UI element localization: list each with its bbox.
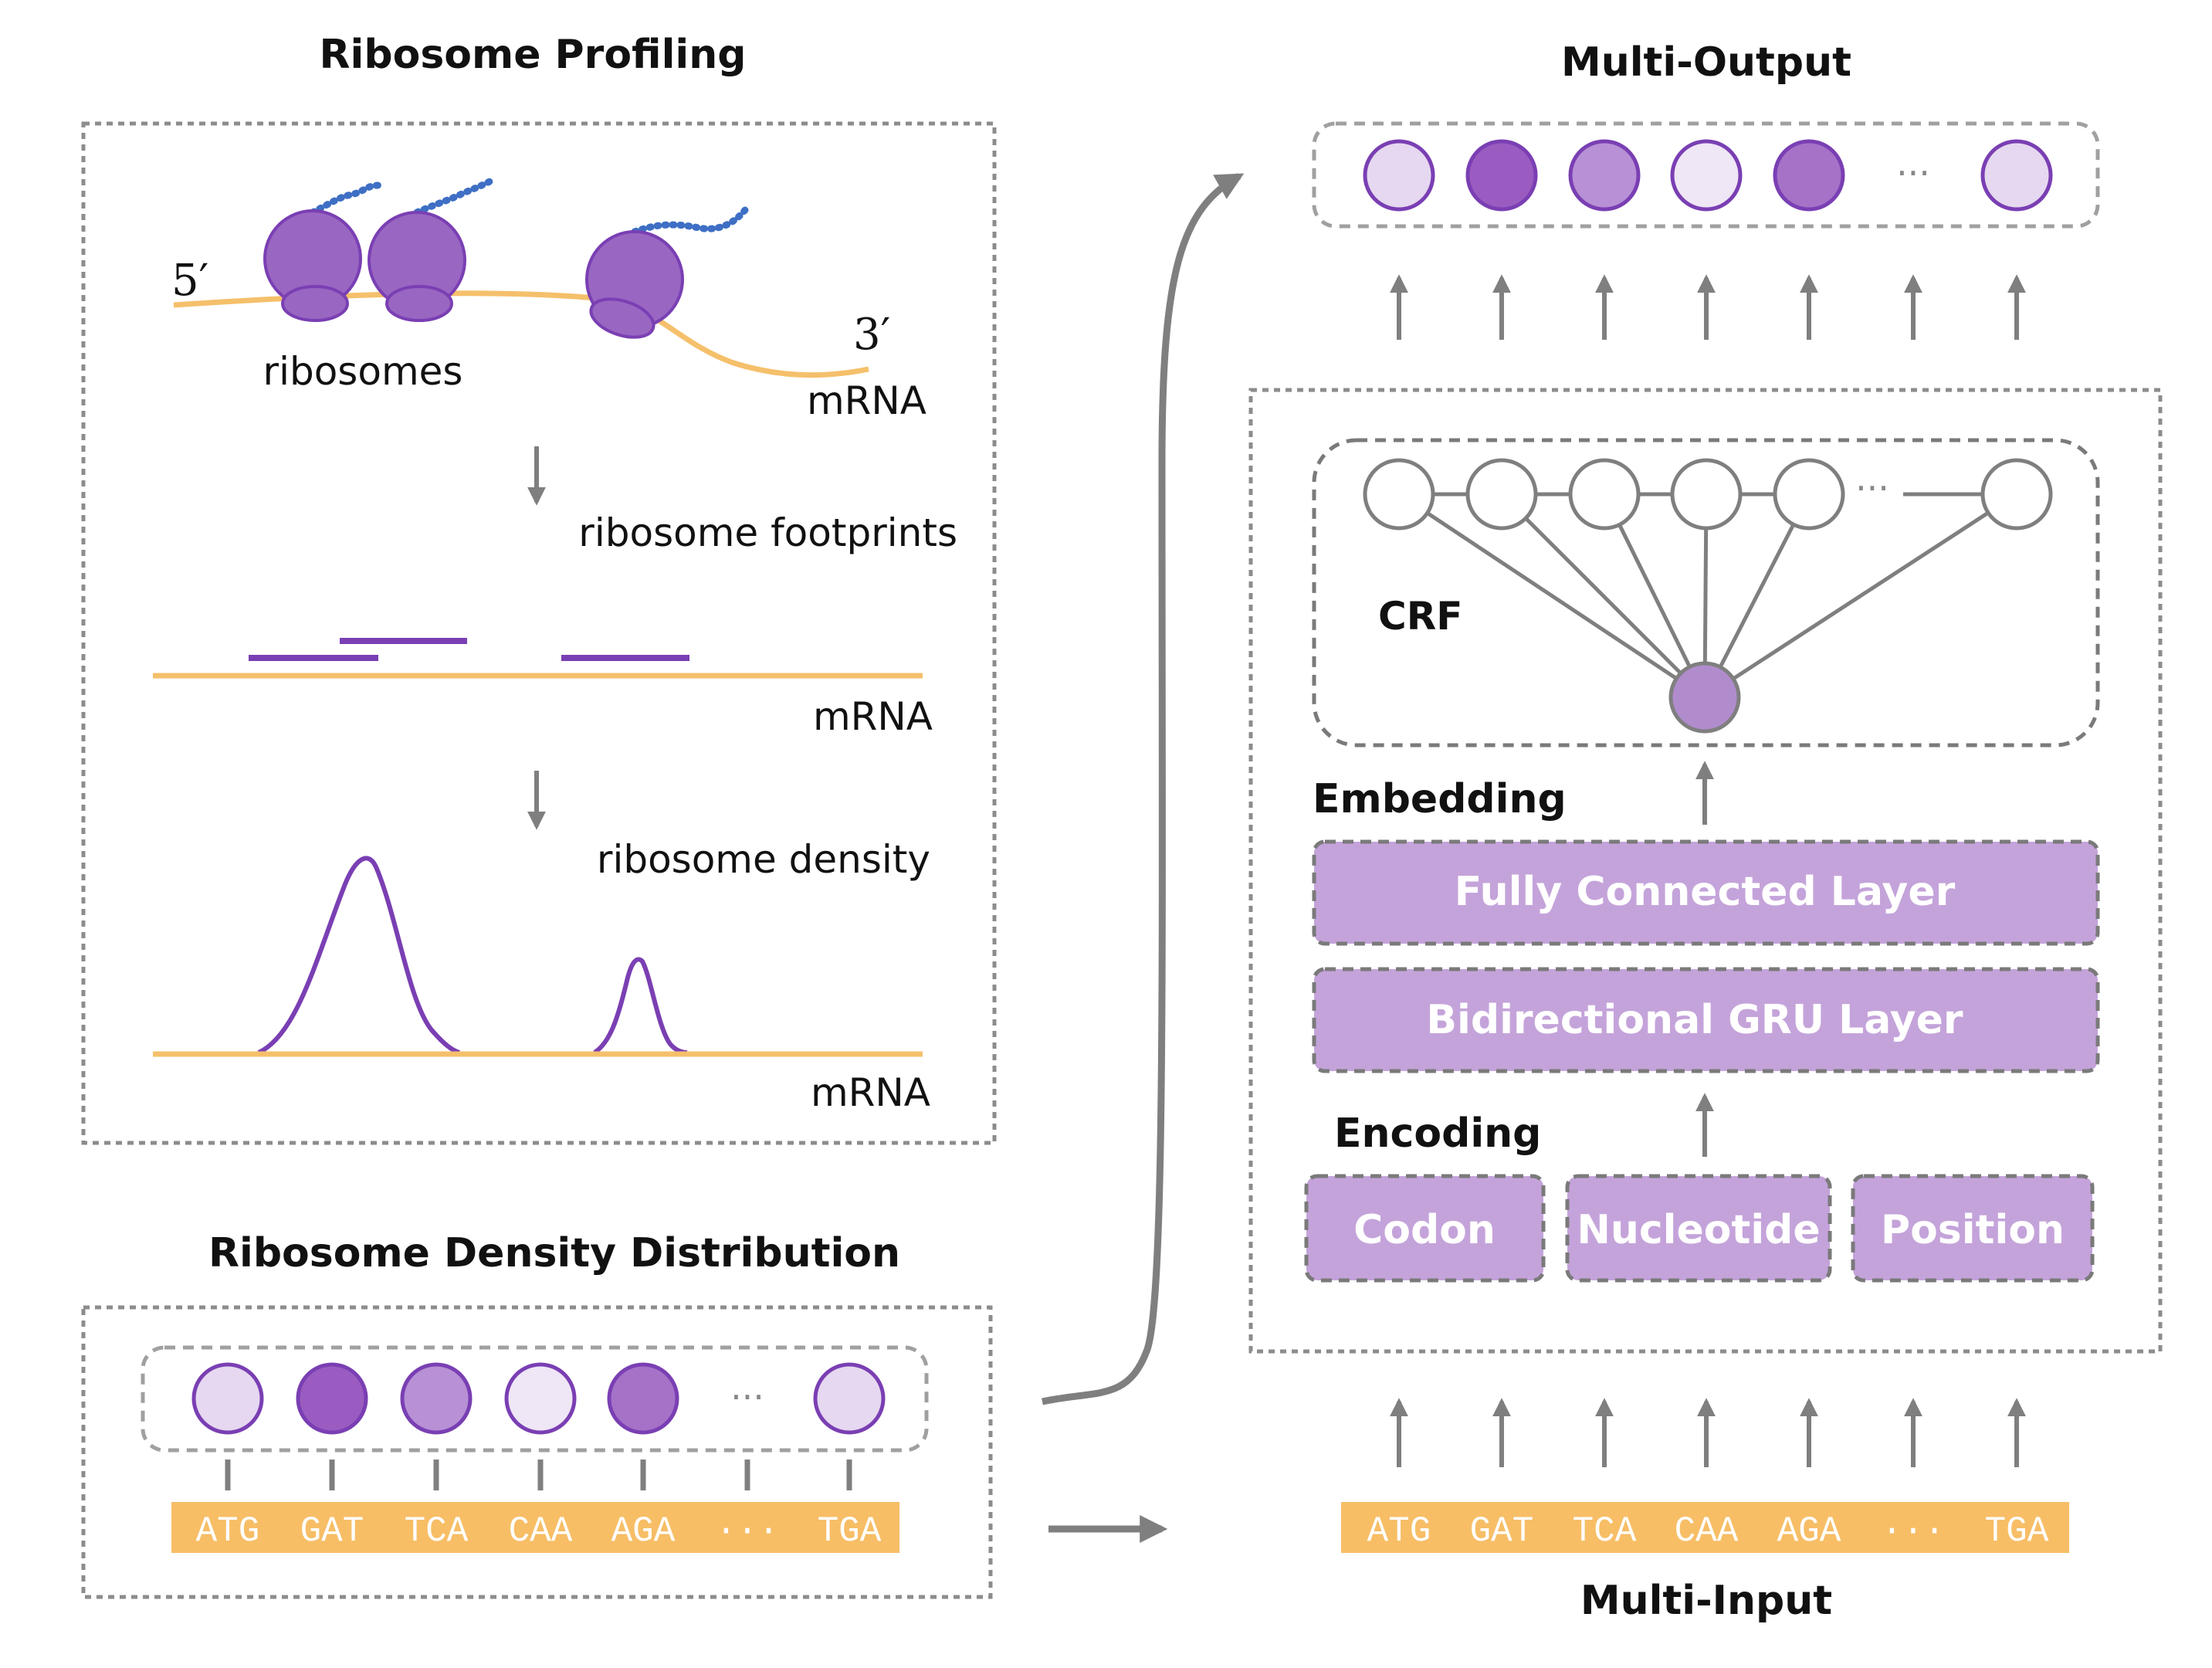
codon-label: ATG: [196, 1511, 260, 1551]
ribosomes-label: ribosomes: [263, 349, 463, 394]
arrow-to-output: [1042, 173, 1245, 1405]
input-codon-label: AGA: [1777, 1511, 1841, 1551]
nucleotide-encoding-box: [1565, 1174, 1832, 1283]
codon-label: GAT: [300, 1511, 364, 1551]
crf-emission-edge: [1397, 492, 1706, 700]
fc-layer-box: [1312, 839, 2100, 946]
output-circle: [1980, 139, 2053, 212]
input-codon-label: ···: [1882, 1511, 1946, 1551]
mrna-label-2: mRNA: [813, 694, 933, 739]
output-circle: [1773, 139, 1845, 212]
codon-encoding-label: Codon: [1353, 1207, 1496, 1253]
three-prime-label: 3′: [853, 310, 890, 360]
codon-connectors: [225, 1460, 852, 1490]
density-circles: [191, 1362, 886, 1435]
density-circles-group: [141, 1345, 929, 1453]
crf-node: [1465, 458, 1538, 531]
distribution-title: Ribosome Density Distribution: [208, 1230, 900, 1276]
crf-node: [1670, 458, 1743, 531]
density-circle: [504, 1362, 577, 1435]
density-peak-1: [257, 856, 460, 1055]
codon-encoding-box: [1304, 1174, 1546, 1283]
gru-layer-box: [1312, 967, 2100, 1073]
output-circles: [1363, 139, 2053, 212]
input-codon-label: TCA: [1573, 1511, 1637, 1551]
five-prime-label: 5′: [171, 256, 208, 306]
output-circle: [1568, 139, 1641, 212]
output-arrows: [1390, 274, 2026, 340]
codon-sequence-bar: [171, 1502, 899, 1553]
codon-sequence: ATG GAT TCA CAA AGA ··· TGA: [196, 1511, 882, 1551]
crf-hub-node: [1668, 661, 1741, 734]
crf-node: [1363, 458, 1435, 531]
crf-edges: [1397, 492, 2018, 700]
input-codon-sequence: ATG GAT TCA CAA AGA ··· TGA: [1367, 1511, 2049, 1551]
output-circle: [1465, 139, 1538, 212]
output-title: Multi-Output: [1561, 39, 1851, 86]
output-circle: [1363, 139, 1435, 212]
position-encoding-label: Position: [1881, 1207, 2065, 1253]
input-arrows: [1390, 1398, 2026, 1467]
crf-emission-edge: [1702, 493, 1811, 699]
ribosome-2: [368, 175, 498, 322]
input-codon-label: GAT: [1470, 1511, 1534, 1551]
input-codon-label: ATG: [1367, 1511, 1431, 1551]
input-sequence-bar: [1341, 1502, 2069, 1553]
crf-label: CRF: [1378, 594, 1462, 639]
output-circles-group: [1312, 121, 2100, 229]
codon-label: TCA: [405, 1511, 469, 1551]
embedding-label: Embedding: [1313, 776, 1567, 822]
codon-label: CAA: [509, 1511, 573, 1551]
density-peak-2: [593, 957, 688, 1055]
position-encoding-box: [1851, 1174, 2095, 1283]
crf-emission-edge: [1703, 492, 2018, 700]
density-circle: [813, 1362, 886, 1435]
density-circle: [191, 1362, 264, 1435]
input-codon-label: CAA: [1675, 1511, 1739, 1551]
profiling-panel: [81, 121, 997, 1145]
model-panel: [1248, 388, 2163, 1354]
output-ellipsis: ···: [1896, 152, 1930, 194]
gru-layer-label: Bidirectional GRU Layer: [1426, 997, 1963, 1043]
codon-label: TGA: [818, 1511, 882, 1551]
mrna-label-3: mRNA: [811, 1070, 930, 1115]
density-circle: [296, 1362, 368, 1435]
nucleotide-encoding-label: Nucleotide: [1577, 1207, 1820, 1253]
density-circle: [607, 1362, 679, 1435]
mrna-label-1: mRNA: [807, 378, 926, 423]
footprints-label: ribosome footprints: [578, 510, 957, 555]
output-circle: [1670, 139, 1743, 212]
fc-layer-label: Fully Connected Layer: [1455, 869, 1956, 915]
crf-emission-edge: [1602, 493, 1707, 699]
codon-label: ···: [716, 1511, 780, 1551]
crf-node: [1773, 458, 1845, 531]
distribution-panel: [81, 1305, 993, 1599]
profiling-title: Ribosome Profiling: [320, 32, 747, 78]
density-circle: [400, 1362, 473, 1435]
input-codon-label: TGA: [1985, 1511, 2049, 1551]
crf-node: [1980, 458, 2053, 531]
ribosome-3: [585, 206, 749, 339]
input-title: Multi-Input: [1580, 1578, 1832, 1624]
crf-box: [1312, 438, 2100, 748]
encoding-label: Encoding: [1334, 1110, 1541, 1157]
crf-node: [1568, 458, 1641, 531]
density-ellipsis: ···: [730, 1376, 764, 1418]
ribosome-1: [263, 181, 382, 322]
crf-ellipsis: ···: [1855, 467, 1889, 509]
codon-label: AGA: [611, 1511, 676, 1551]
crf-nodes: [1363, 458, 2053, 734]
density-label: ribosome density: [597, 837, 930, 882]
crf-emission-edge: [1500, 493, 1706, 699]
